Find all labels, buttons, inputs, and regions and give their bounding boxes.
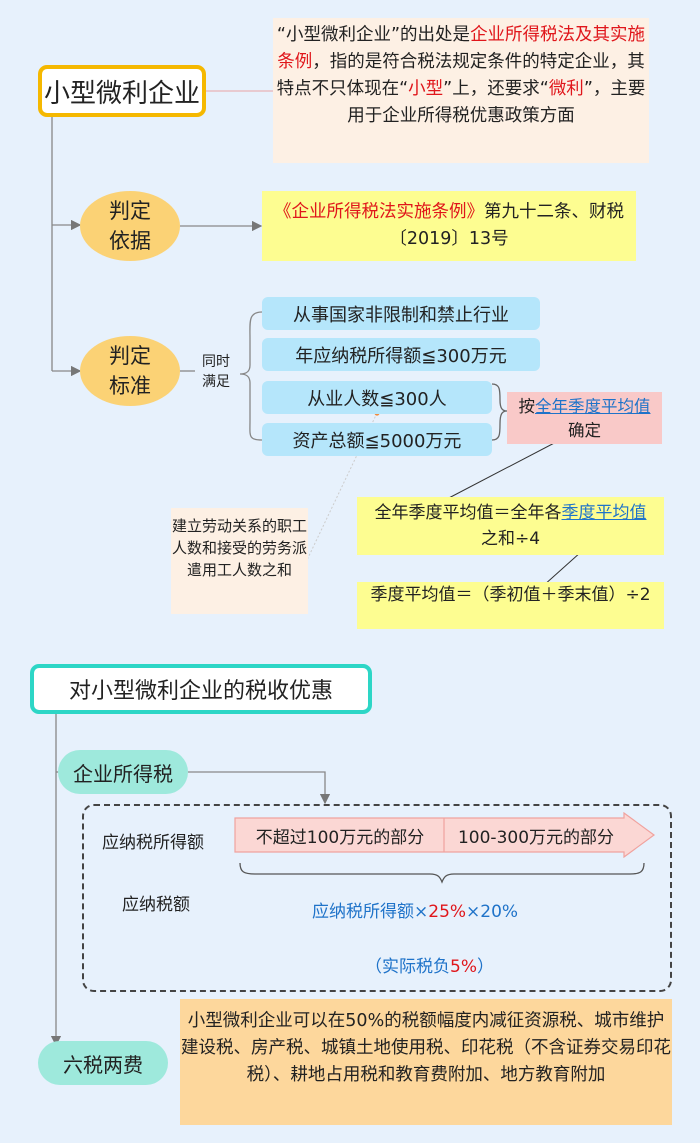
note-red-1: 企业所得税法及其实施条例 — [277, 25, 646, 72]
bracket-1m-3m: 100-300万元的部分 — [457, 827, 615, 848]
note-text-3: ”上，还要求“ — [443, 79, 549, 99]
basis-label-1: 判定 — [109, 199, 151, 223]
effective-pre: （实际税负 — [365, 957, 450, 977]
cit-node: 企业所得税 — [58, 750, 188, 794]
bracket-up-to-1m: 不超过100万元的部分 — [255, 827, 425, 848]
quarter-average-formula: 季度平均值＝（季初值＋季末值）÷2 — [357, 582, 664, 629]
cit-calculation-box — [82, 804, 672, 992]
quarter-note-highlight: 全年季度平均值 — [535, 397, 651, 416]
six-taxes-description: 小型微利企业可以在50%的税额幅度内减征资源税、城市维护建设税、房产税、城镇土地… — [180, 999, 672, 1125]
six-taxes-node: 六税两费 — [38, 1041, 168, 1085]
criterion-taxable-income: 年应纳税所得额≦300万元 — [262, 338, 540, 371]
criterion-total-assets: 资产总额≦5000万元 — [262, 423, 492, 456]
quarter-note-post: 确定 — [568, 421, 601, 440]
basis-law-name: 《企业所得税法实施条例》 — [274, 202, 484, 222]
title-small-low-profit-enterprise: 小型微利企业 — [38, 65, 206, 117]
effective-post: ） — [476, 957, 494, 977]
basis-label-2: 依据 — [109, 229, 151, 253]
title-tax-incentives: 对小型微利企业的税收优惠 — [30, 664, 372, 714]
simultaneous-label: 同时 满足 — [196, 352, 236, 392]
effective-tax-burden: （实际税负5%） — [365, 952, 494, 977]
note-text-1: “小型微利企业”的出处是 — [276, 25, 471, 45]
effective-rate: 5% — [450, 957, 477, 977]
criteria-label-2: 标准 — [109, 374, 151, 398]
annual-average-formula: 全年季度平均值＝全年各季度平均值 之和÷4 — [357, 497, 664, 555]
tax-formula: 应纳税所得额×25%×20% — [312, 897, 518, 922]
note-red-3: 微利 — [548, 79, 584, 99]
note-red-2: 小型 — [408, 79, 444, 99]
annual-avg-pre: 全年季度平均值＝全年各 — [374, 503, 562, 523]
taxable-income-label: 应纳税所得额 — [102, 833, 204, 853]
formula-rate: 25% — [428, 902, 467, 922]
bracket-arrow — [234, 812, 656, 858]
basis-node: 判定 依据 — [80, 191, 180, 261]
criterion-employees: 从业人数≦300人 — [262, 381, 492, 414]
note-text-4: ”，主要用于企业所得税优惠政策方面 — [347, 79, 646, 126]
annual-avg-post: 之和÷4 — [480, 529, 541, 549]
annual-avg-highlight: 季度平均值 — [561, 503, 647, 523]
criterion-industry: 从事国家非限制和禁止行业 — [262, 297, 540, 330]
criteria-node: 判定 标准 — [80, 336, 180, 406]
formula-pre: 应纳税所得额× — [312, 902, 429, 922]
quarter-average-note: 按全年季度平均值 确定 — [507, 392, 662, 444]
formula-post: ×20% — [466, 902, 519, 922]
employee-definition-note: 建立劳动关系的职工人数和接受的劳务派遣用工人数之和 — [171, 508, 308, 614]
tax-payable-label: 应纳税额 — [122, 895, 190, 915]
simultaneous-line-2: 满足 — [202, 374, 230, 390]
simultaneous-line-1: 同时 — [202, 354, 230, 370]
quarter-note-pre: 按 — [518, 397, 536, 416]
note-text-2: ，指的是符合税法规定条件的特定企业，其特点不只体现在“ — [276, 52, 645, 99]
definition-note: “小型微利企业”的出处是企业所得税法及其实施条例，指的是符合税法规定条件的特定企… — [273, 18, 649, 163]
basis-box: 《企业所得税法实施条例》第九十二条、财税〔2019〕13号 — [262, 191, 636, 261]
basis-articles: 第九十二条、财税〔2019〕13号 — [389, 202, 624, 249]
criteria-label-1: 判定 — [109, 344, 151, 368]
